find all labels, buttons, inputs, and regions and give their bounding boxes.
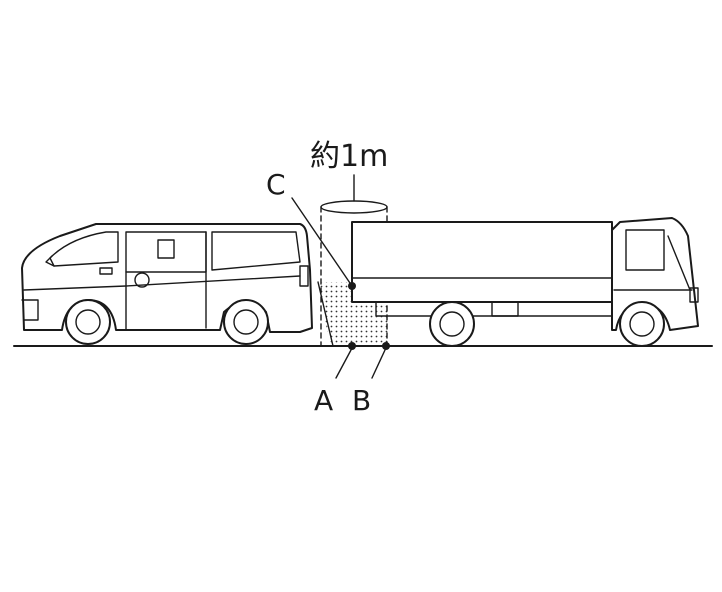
point-b-marker — [371, 342, 390, 379]
point-c-marker — [291, 197, 356, 290]
point-a-label: A — [314, 384, 333, 417]
point-b-label: B — [352, 384, 371, 417]
point-a-marker — [335, 342, 356, 379]
truck — [351, 217, 699, 347]
distance-label: 約1m — [310, 139, 388, 174]
van — [21, 223, 313, 345]
point-c-label: C — [266, 168, 286, 201]
